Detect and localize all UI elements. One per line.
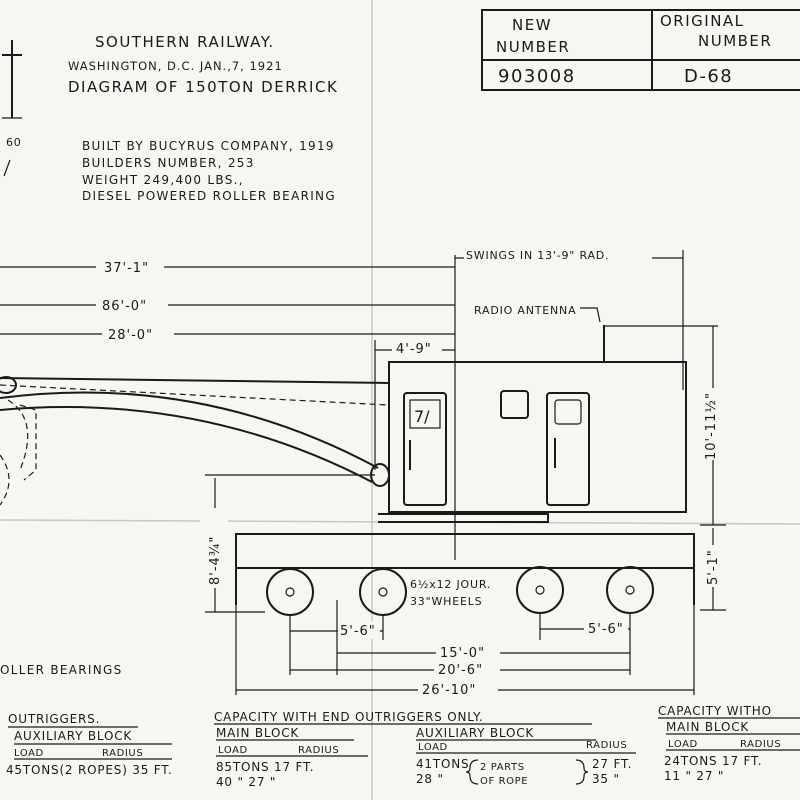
cap2-aux-radius-hdr: RADIUS xyxy=(586,740,627,751)
cap3-row1: 24TONS 17 FT. xyxy=(664,754,762,768)
dim-height-cab: 10'-11½" xyxy=(704,392,719,460)
info-line-2: BUILDERS NUMBER, 253 xyxy=(82,156,255,170)
cap3-main-hdr: MAIN BLOCK xyxy=(666,720,749,734)
new-number: 903008 xyxy=(498,66,576,87)
cap1-sub: AUXILIARY BLOCK xyxy=(14,729,132,743)
cap2-aux-row2-load: 28 " xyxy=(416,772,444,786)
cap2-main-row2: 40 " 27 " xyxy=(216,775,276,789)
dim-5-6-left: 5'-6" xyxy=(340,624,376,639)
wheels-label: 33"WHEELS xyxy=(410,595,482,608)
info-line-4: DIESEL POWERED ROLLER BEARING xyxy=(82,189,336,203)
journal-label: 6½x12 JOUR. xyxy=(410,578,491,591)
cap2-aux-row2-radius: 35 " xyxy=(592,772,620,786)
cab-window-mark: 7/ xyxy=(414,407,430,426)
dim-height-base: 5'-1" xyxy=(706,549,721,585)
wheels: 6½x12 JOUR. 33"WHEELS xyxy=(266,566,654,616)
info-line-3: WEIGHT 249,400 LBS., xyxy=(82,173,244,187)
radio-antenna-label: RADIO ANTENNA xyxy=(474,304,576,317)
cap2-aux-hdr: AUXILIARY BLOCK xyxy=(416,726,534,740)
dim-height-boom: 8'-4¾" xyxy=(208,536,223,585)
dim-28-0: 28'-0" xyxy=(108,328,153,343)
wheel-1 xyxy=(266,568,314,616)
diagram-title: DIAGRAM OF 150TON DERRICK xyxy=(68,78,338,96)
cap2-main-hdr: MAIN BLOCK xyxy=(216,726,299,740)
new-label-2: NUMBER xyxy=(496,38,570,56)
radio-antenna: RADIO ANTENNA xyxy=(474,304,718,362)
car-body xyxy=(235,533,695,605)
cap3-radius-hdr: RADIUS xyxy=(740,739,781,750)
cap1-row1: 45TONS(2 ROPES) 35 FT. xyxy=(6,763,173,777)
cap1-radius-hdr: RADIUS xyxy=(102,748,143,759)
new-label-1: NEW xyxy=(512,16,552,34)
original-number: D-68 xyxy=(684,66,733,87)
cap2-parts-2: OF ROPE xyxy=(480,776,528,787)
wheel-4 xyxy=(606,566,654,614)
cab-window xyxy=(500,390,529,419)
cap2-aux-load-hdr: LOAD xyxy=(418,742,448,753)
boom-height-dim: 8'-4¾" xyxy=(200,474,375,613)
boom xyxy=(0,376,390,506)
cap3-load-hdr: LOAD xyxy=(668,739,698,750)
dim-4-9-group: 4'-9" xyxy=(374,339,455,470)
dim-20-6: 20'-6" xyxy=(438,663,483,678)
cap1-load-hdr: LOAD xyxy=(14,748,44,759)
cab: 7/ xyxy=(378,361,687,523)
cap2-parts-1: 2 PARTS xyxy=(480,762,525,773)
dim-37-1: 37'-1" xyxy=(104,261,149,276)
cap3-title: CAPACITY WITHO xyxy=(658,704,772,718)
railway-name: SOUTHERN RAILWAY. xyxy=(95,33,275,51)
dim-86-0: 86'-0" xyxy=(102,299,147,314)
cap2-load-hdr: LOAD xyxy=(218,745,248,756)
cap2-aux-row1-radius: 27 FT. xyxy=(592,757,632,771)
capacity-col-3: CAPACITY WITHO MAIN BLOCK LOAD RADIUS 24… xyxy=(658,704,800,783)
cap1-title: OUTRIGGERS. xyxy=(8,712,100,726)
wheel-2 xyxy=(359,568,407,616)
number-box: NEW NUMBER ORIGINAL NUMBER 903008 D-68 xyxy=(481,9,800,91)
cap2-title: CAPACITY WITH END OUTRIGGERS ONLY. xyxy=(214,710,483,724)
roller-bearings-label: OLLER BEARINGS xyxy=(0,663,123,677)
cap3-row2: 11 " 27 " xyxy=(664,769,724,783)
swings-label: SWINGS IN 13'-9" RAD. xyxy=(466,249,609,262)
capacity-col-1: OUTRIGGERS. AUXILIARY BLOCK LOAD RADIUS … xyxy=(6,712,173,777)
info-line-1: BUILT BY BUCYRUS COMPANY, 1919 xyxy=(82,139,335,153)
place-date: WASHINGTON, D.C. JAN.,7, 1921 xyxy=(68,59,283,73)
cap2-aux-row1-load: 41TONS xyxy=(416,757,469,771)
dim-15-0: 15'-0" xyxy=(440,646,485,661)
left-edge-fragment: 60 xyxy=(2,40,22,177)
original-label-1: ORIGINAL xyxy=(660,12,745,30)
bottom-dimensions: 5'-6" 5'-6" 15'-0" 20'-6" 26'-10" xyxy=(235,600,695,698)
cap2-radius-hdr: RADIUS xyxy=(298,745,339,756)
wheel-3 xyxy=(516,566,564,614)
dim-5-6-right: 5'-6" xyxy=(588,622,624,637)
capacity-col-2: CAPACITY WITH END OUTRIGGERS ONLY. MAIN … xyxy=(214,710,636,789)
left-partial-number: 60 xyxy=(6,136,22,149)
cap2-main-row1: 85TONS 17 FT. xyxy=(216,760,314,774)
dim-4-9: 4'-9" xyxy=(396,342,432,357)
top-dimensions: 37'-1" 86'-0" 28'-0" SWINGS IN 13'-9" RA… xyxy=(0,248,684,560)
right-vertical-dims: 10'-11½" 5'-1" xyxy=(695,326,729,611)
dim-26-10: 26'-10" xyxy=(422,683,476,698)
original-label-2: NUMBER xyxy=(698,32,772,50)
cab-door-right xyxy=(546,392,590,506)
cab-door-left xyxy=(403,392,447,506)
